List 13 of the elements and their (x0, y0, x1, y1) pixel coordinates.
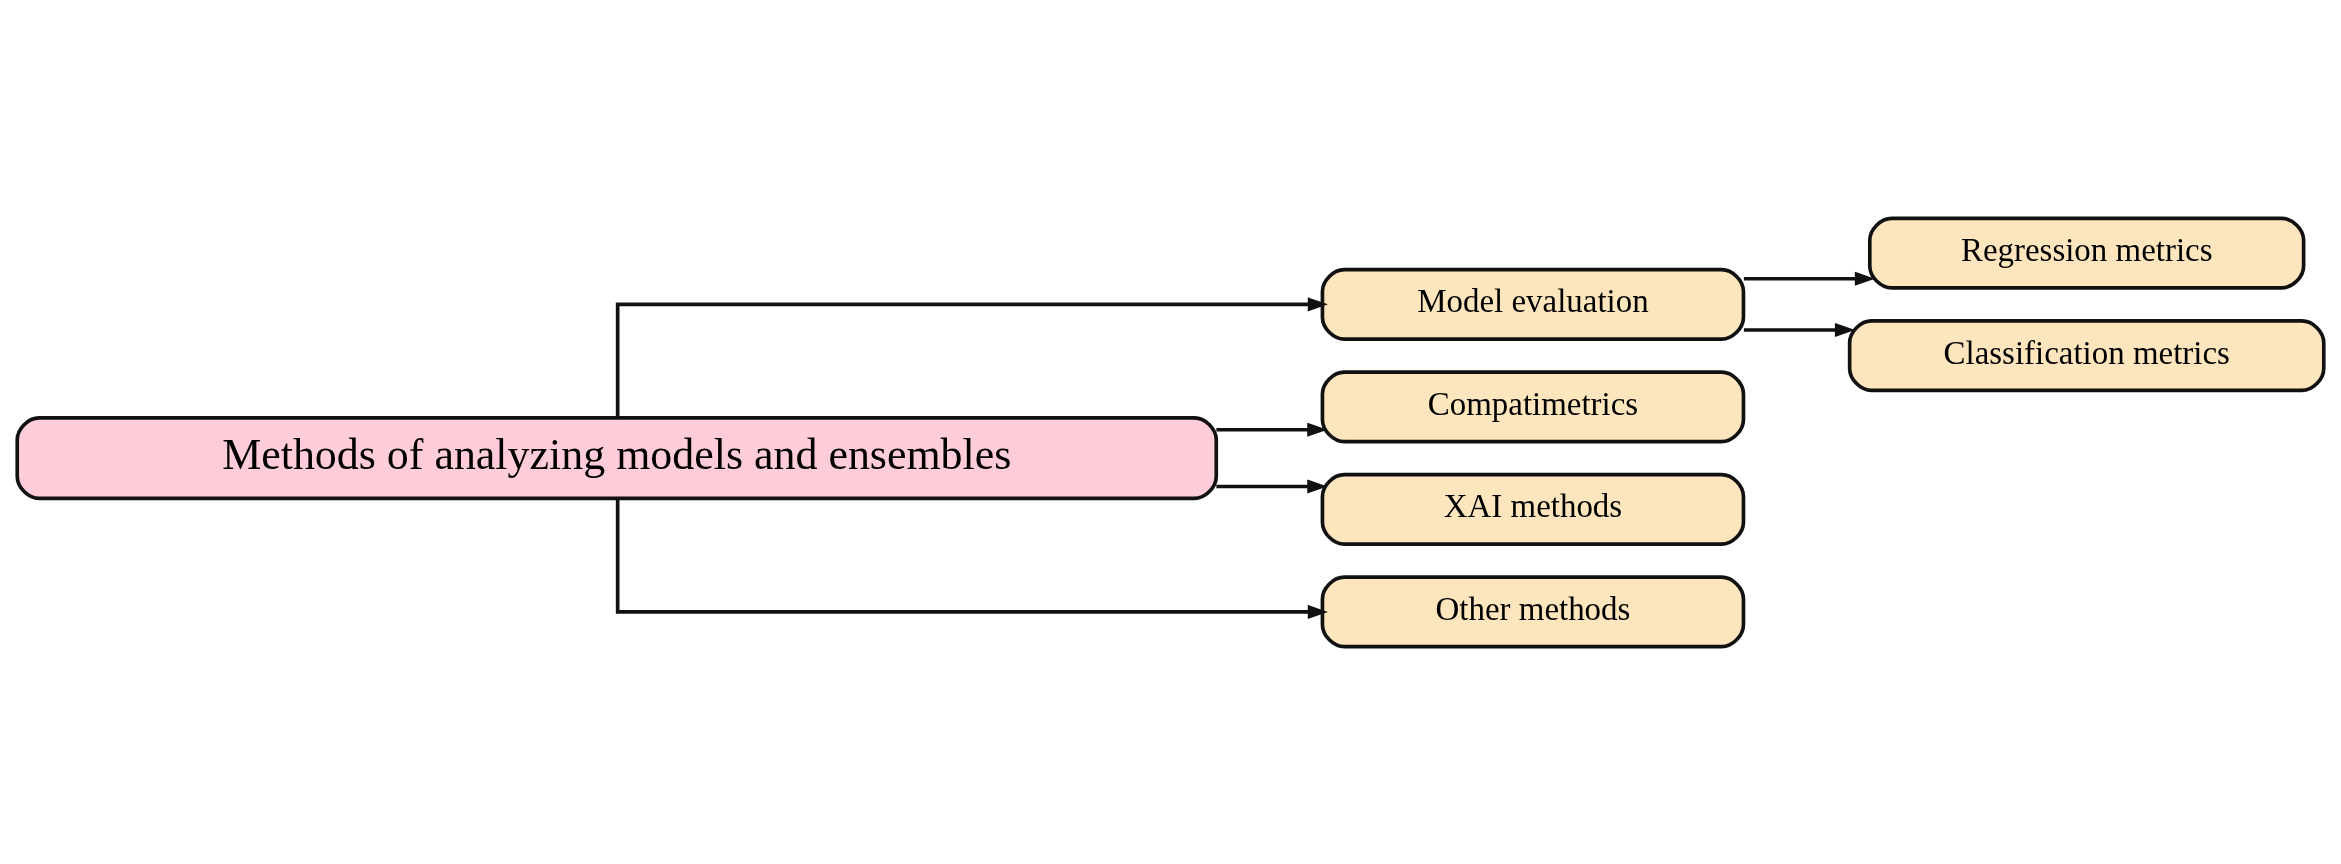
arrow (1743, 322, 1856, 337)
arrow (615, 296, 1328, 418)
node-box: Methods of analyzing models and ensembles (15, 415, 1219, 500)
arrow (1743, 271, 1875, 286)
arrow (1216, 478, 1328, 494)
node-box: Regression metrics (1867, 216, 2306, 290)
node-box: Model evaluation (1320, 267, 1746, 341)
arrow (615, 498, 1328, 619)
node-box: Classification metrics (1847, 318, 2326, 392)
arrow (1216, 422, 1328, 437)
node-box: XAI methods (1320, 472, 1746, 546)
node-box: Compatimetrics (1320, 369, 1746, 443)
node-box: Other methods (1320, 574, 1746, 648)
